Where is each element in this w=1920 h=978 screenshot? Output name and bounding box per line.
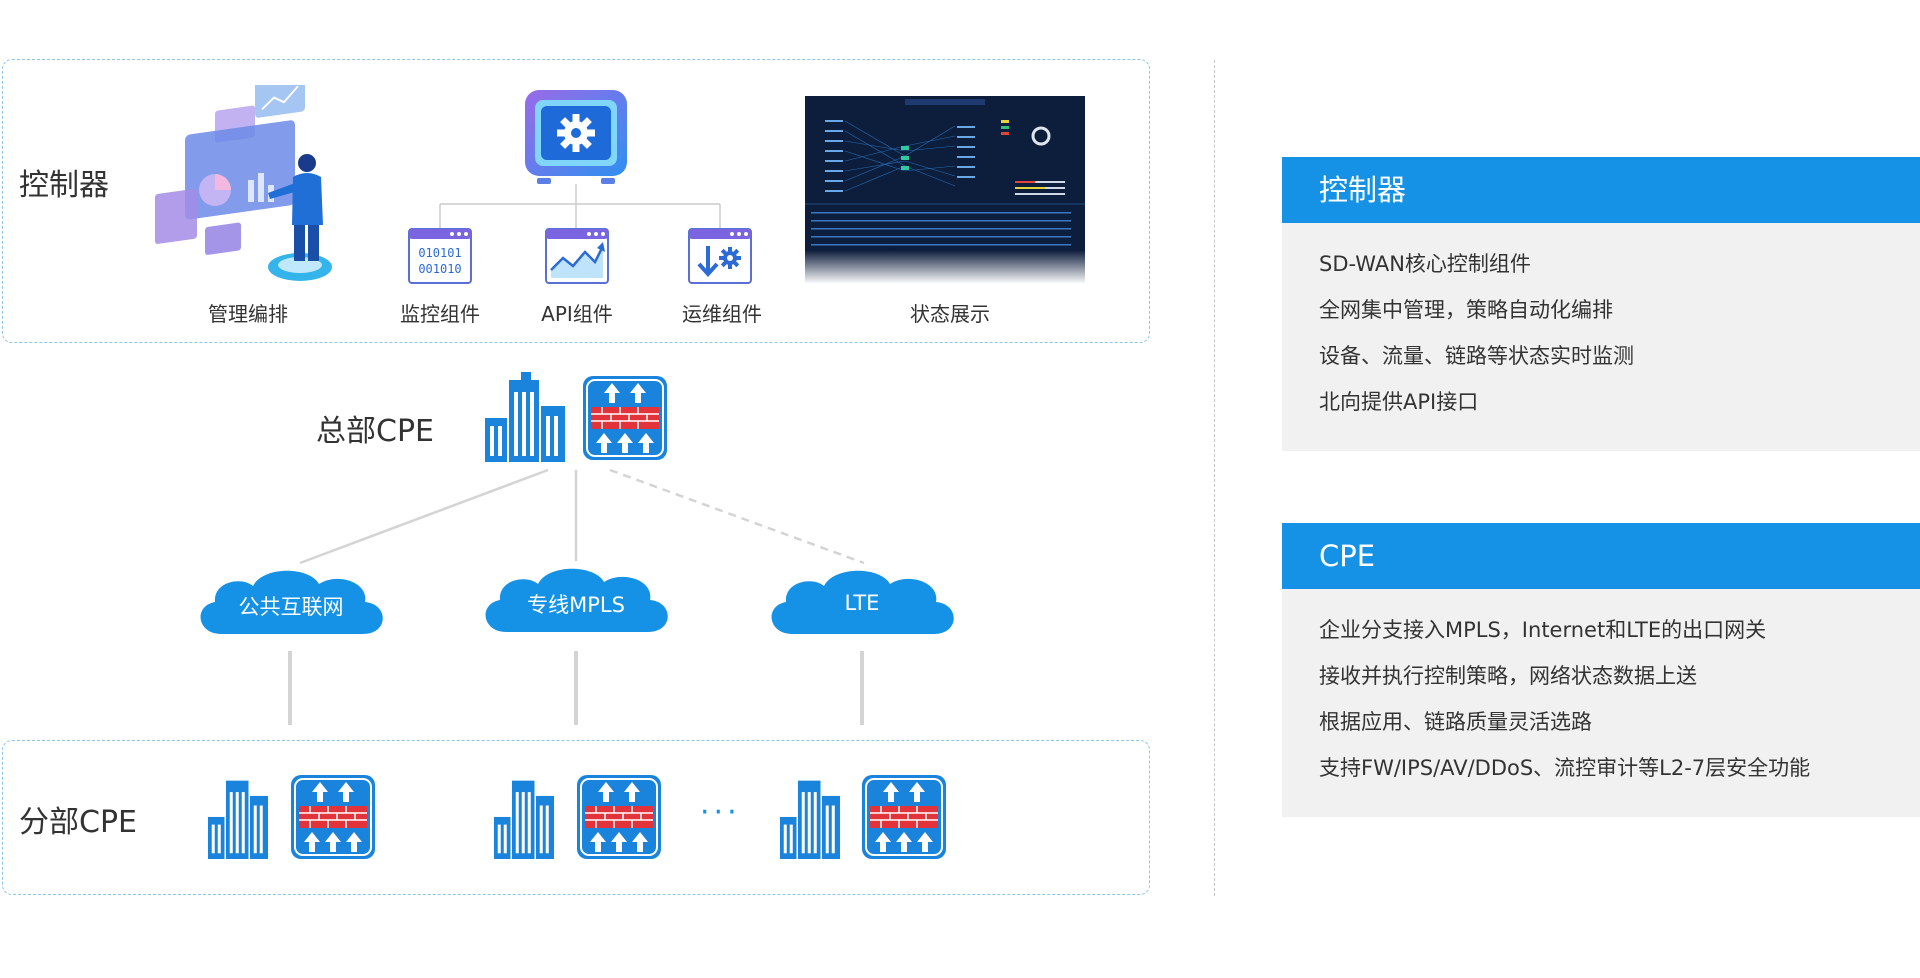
controller-label: 控制器 xyxy=(19,168,109,203)
cloud-lte xyxy=(771,570,954,634)
branch-building-icon xyxy=(208,780,268,859)
controller-info-title: 控制器 xyxy=(1282,157,1920,223)
branch-building-icon xyxy=(780,780,840,859)
branch-panel xyxy=(2,740,1150,895)
section-divider xyxy=(1214,60,1215,896)
cpe-info-title: CPE xyxy=(1282,523,1920,589)
status-dashboard-thumbnail xyxy=(805,96,1085,284)
branch-building-icon xyxy=(494,780,554,859)
monitor-caption: 监控组件 xyxy=(400,302,480,326)
api-chart-icon xyxy=(545,228,609,284)
controller-info-item: 全网集中管理，策略自动化编排 xyxy=(1319,298,1613,322)
cpe-info-item: 支持FW/IPS/AV/DDoS、流控审计等L2-7层安全功能 xyxy=(1319,756,1811,780)
hq-building-icon xyxy=(485,372,565,462)
orchestration-caption: 管理编排 xyxy=(208,302,288,326)
cloud-label-public-internet: 公共互联网 xyxy=(238,595,344,619)
branch-firewall-icon xyxy=(291,775,375,859)
hq-firewall-icon xyxy=(583,376,667,460)
monitor-component-icon: 010101 001010 xyxy=(408,228,472,284)
controller-info-item: 设备、流量、链路等状态实时监测 xyxy=(1319,344,1634,368)
cpe-info-item: 接收并执行控制策略，网络状态数据上送 xyxy=(1319,664,1697,688)
controller-info-list: SD-WAN核心控制组件 全网集中管理，策略自动化编排 设备、流量、链路等状态实… xyxy=(1282,223,1920,433)
controller-gear-icon xyxy=(525,90,627,184)
cpe-info-item: 根据应用、链路质量灵活选路 xyxy=(1319,710,1592,734)
cpe-info-card: CPE 企业分支接入MPLS，Internet和LTE的出口网关 接收并执行控制… xyxy=(1282,523,1920,817)
branch-ellipsis: ··· xyxy=(700,795,741,830)
cloud-label-lte: LTE xyxy=(844,591,880,615)
cpe-info-list: 企业分支接入MPLS，Internet和LTE的出口网关 接收并执行控制策略，网… xyxy=(1282,589,1920,799)
cpe-info-item: 企业分支接入MPLS，Internet和LTE的出口网关 xyxy=(1319,618,1767,642)
branch-firewall-icon xyxy=(577,775,661,859)
ops-caption: 运维组件 xyxy=(682,302,762,326)
cloud-label-mpls: 专线MPLS xyxy=(527,593,625,617)
controller-info-item: SD-WAN核心控制组件 xyxy=(1319,252,1531,276)
monitor-binary-line-1: 010101 xyxy=(418,246,461,260)
api-caption: API组件 xyxy=(541,302,613,326)
controller-info-card: 控制器 SD-WAN核心控制组件 全网集中管理，策略自动化编排 设备、流量、链路… xyxy=(1282,157,1920,451)
hq-cpe-label: 总部CPE xyxy=(316,414,434,449)
orchestration-illustration xyxy=(155,85,332,281)
cloud-public-internet xyxy=(200,570,383,634)
dashboard-caption: 状态展示 xyxy=(910,302,990,326)
controller-info-item: 北向提供API接口 xyxy=(1319,390,1479,414)
monitor-binary-line-2: 001010 xyxy=(418,262,461,276)
branch-firewall-icon xyxy=(862,775,946,859)
controller-panel xyxy=(2,59,1150,343)
cloud-mpls xyxy=(485,568,668,632)
ops-gear-icon xyxy=(688,228,752,284)
hq-to-networks-connectors xyxy=(288,468,865,725)
branch-cpe-label: 分部CPE xyxy=(19,805,137,840)
component-tree-lines xyxy=(439,184,721,229)
